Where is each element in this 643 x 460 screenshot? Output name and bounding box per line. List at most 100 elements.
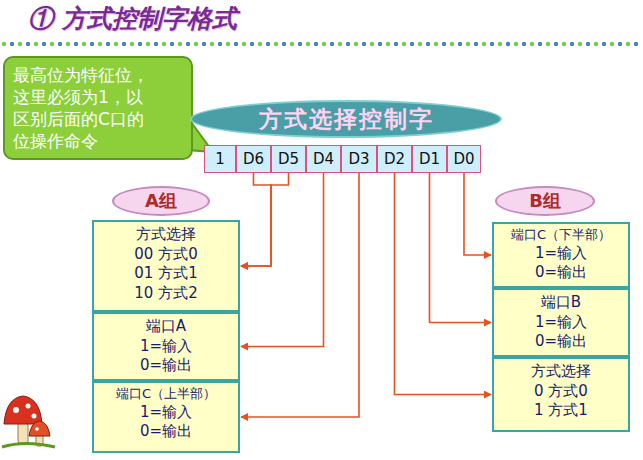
node-text: A组: [145, 189, 177, 213]
underline-dot: [122, 42, 126, 46]
node-text: 0=输出: [498, 332, 624, 352]
underline-dot: [370, 42, 374, 46]
underline-dot: [242, 42, 246, 46]
box-heading: 端口C（上半部）: [98, 386, 234, 403]
underline-dot: [90, 42, 94, 46]
node-text: 1=输入: [98, 403, 234, 423]
box-heading: 端口B: [498, 293, 624, 313]
field-box: 端口C（下半部）1=输入0=输出: [492, 222, 630, 288]
underline-dot: [146, 42, 150, 46]
underline-dot: [186, 42, 190, 46]
underline-dot: [530, 42, 534, 46]
connector-arrow: [395, 173, 492, 395]
field-box: 方式选择0 方式01 方式1: [492, 357, 630, 432]
mushroom-spot: [32, 414, 37, 419]
underline-dot: [482, 42, 486, 46]
underline-dot: [562, 42, 566, 46]
node-text: D6: [243, 150, 264, 168]
bit-cell: 1: [204, 145, 236, 173]
underline-dot: [490, 42, 494, 46]
box-heading: 端口C（下半部）: [498, 227, 624, 244]
underline-dot: [162, 42, 166, 46]
underline-dot: [290, 42, 294, 46]
underline-dot: [250, 42, 254, 46]
underline-dot: [10, 42, 14, 46]
underline-dot: [386, 42, 390, 46]
title-underline: [2, 42, 638, 46]
node-text: 1=输入: [98, 337, 234, 357]
connector-arrow: [430, 173, 492, 323]
node-text: B组: [529, 189, 561, 213]
underline-dot: [218, 42, 222, 46]
underline-dot: [586, 42, 590, 46]
underline-dot: [58, 42, 62, 46]
underline-dot: [298, 42, 302, 46]
bit-cell: D3: [341, 145, 377, 173]
underline-dot: [546, 42, 550, 46]
underline-dot: [554, 42, 558, 46]
group-oval: B组: [495, 186, 595, 216]
underline-dot: [450, 42, 454, 46]
mushroom-spot: [13, 407, 19, 413]
page-title: ① 方式控制字格式: [28, 2, 237, 35]
underline-dot: [314, 42, 318, 46]
underline-dot: [474, 42, 478, 46]
underline-dot: [434, 42, 438, 46]
field-box: 方式选择00 方式001 方式110 方式2: [92, 220, 240, 312]
field-box: 端口B1=输入0=输出: [492, 288, 630, 357]
underline-dot: [42, 42, 46, 46]
underline-dot: [498, 42, 502, 46]
grass: [2, 444, 55, 448]
node-text: 01 方式1: [98, 264, 234, 284]
underline-dot: [442, 42, 446, 46]
field-box: 端口C（上半部）1=输入0=输出: [92, 381, 240, 453]
box-heading: 端口A: [98, 317, 234, 337]
mushroom-spot: [35, 427, 39, 431]
underline-dot: [458, 42, 462, 46]
underline-dot: [626, 42, 630, 46]
underline-dot: [74, 42, 78, 46]
node-text: D5: [278, 150, 299, 168]
connector-arrow: [241, 173, 359, 417]
underline-dot: [610, 42, 614, 46]
underline-dot: [274, 42, 278, 46]
underline-dot: [258, 42, 262, 46]
node-text: 0=输出: [498, 263, 624, 283]
underline-dot: [338, 42, 342, 46]
node-text: D2: [384, 150, 405, 168]
underline-dot: [114, 42, 118, 46]
underline-dot: [194, 42, 198, 46]
underline-dot: [578, 42, 582, 46]
underline-dot: [98, 42, 102, 46]
underline-dot: [2, 42, 6, 46]
underline-dot: [346, 42, 350, 46]
node-text: D3: [348, 150, 369, 168]
underline-dot: [282, 42, 286, 46]
underline-dot: [234, 42, 238, 46]
underline-dot: [266, 42, 270, 46]
field-box: 端口A1=输入0=输出: [92, 312, 240, 381]
node-text: 0 方式0: [498, 382, 624, 402]
underline-dot: [226, 42, 230, 46]
bit-cell: D4: [306, 145, 341, 173]
bit-cell: D0: [447, 145, 481, 173]
underline-dot: [306, 42, 310, 46]
node-text: 1: [215, 150, 225, 168]
underline-dot: [602, 42, 606, 46]
underline-dot: [410, 42, 414, 46]
underline-dot: [138, 42, 142, 46]
underline-dot: [514, 42, 518, 46]
underline-dot: [322, 42, 326, 46]
node-text: 方式选择控制字: [259, 104, 434, 135]
underline-dot: [170, 42, 174, 46]
mushroom-illustration: [2, 396, 55, 447]
bit-cell: D2: [377, 145, 412, 173]
underline-dot: [178, 42, 182, 46]
node-text: 0=输出: [98, 422, 234, 442]
bit-cell: D1: [412, 145, 447, 173]
underline-dot: [402, 42, 406, 46]
node-text: D1: [419, 150, 440, 168]
underline-dot: [210, 42, 214, 46]
underline-dot: [354, 42, 358, 46]
underline-dot: [378, 42, 382, 46]
